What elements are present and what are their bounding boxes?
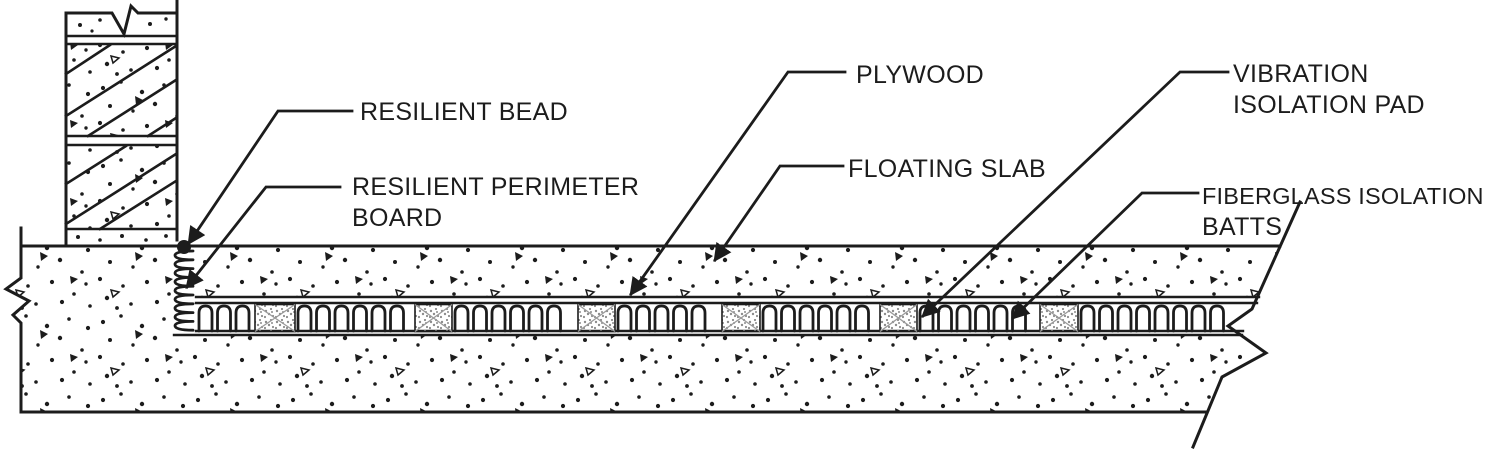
plywood-layer-lines: [194, 295, 1261, 305]
leader-floating-slab: [713, 164, 845, 263]
wall-hatch-lines: [64, 43, 178, 231]
pad-crosshatch: [879, 303, 918, 333]
label-vibration-isolation-pad-line1: VIBRATION: [1233, 60, 1369, 88]
wall-mortar-dots: [76, 17, 168, 242]
labels: RESILIENT BEAD RESILIENT PERIMETER BOARD…: [352, 60, 1484, 241]
leader-fiberglass-isolation-batts: [1011, 191, 1200, 320]
label-fiberglass-isolation-batts-line2: BATTS: [1202, 213, 1282, 241]
pad-crosshatch: [721, 303, 761, 333]
isolation-layer: [197, 303, 1225, 333]
resilient-perimeter-board-loops: [173, 249, 195, 332]
wall-joint-lines: [64, 34, 179, 231]
left-edge-break-and-bottom: [3, 244, 1209, 414]
leader-plywood: [629, 70, 847, 297]
vibration-isolation-pads: [254, 303, 1079, 333]
leader-lines: [185, 70, 1230, 320]
structural-slab-fill: [6, 247, 1265, 412]
floating-slab-fill: [196, 247, 1279, 296]
label-floating-slab: FLOATING SLAB: [848, 155, 1046, 183]
right-break-line: [1191, 200, 1302, 449]
label-plywood: PLYWOOD: [856, 61, 984, 89]
label-vibration-isolation-pad-line2: ISOLATION PAD: [1233, 91, 1425, 119]
label-resilient-bead: RESILIENT BEAD: [360, 98, 568, 126]
pad-crosshatch: [254, 303, 296, 333]
label-fiberglass-isolation-batts-line1: FIBERGLASS ISOLATION: [1202, 183, 1484, 209]
wall-section: [64, 0, 179, 248]
label-resilient-perimeter-board-line1: RESILIENT PERIMETER: [352, 173, 639, 201]
leader-resilient-perimeter-board: [185, 185, 342, 289]
pad-crosshatch: [1039, 303, 1079, 333]
label-resilient-perimeter-board-line2: BOARD: [352, 204, 442, 232]
pad-crosshatch: [577, 303, 616, 333]
leader-vibration-isolation-pad: [921, 70, 1230, 318]
wall-top-break-line: [64, 3, 179, 38]
leader-resilient-bead: [187, 109, 354, 246]
slab-assembly: [3, 200, 1302, 449]
pad-crosshatch: [414, 303, 453, 333]
